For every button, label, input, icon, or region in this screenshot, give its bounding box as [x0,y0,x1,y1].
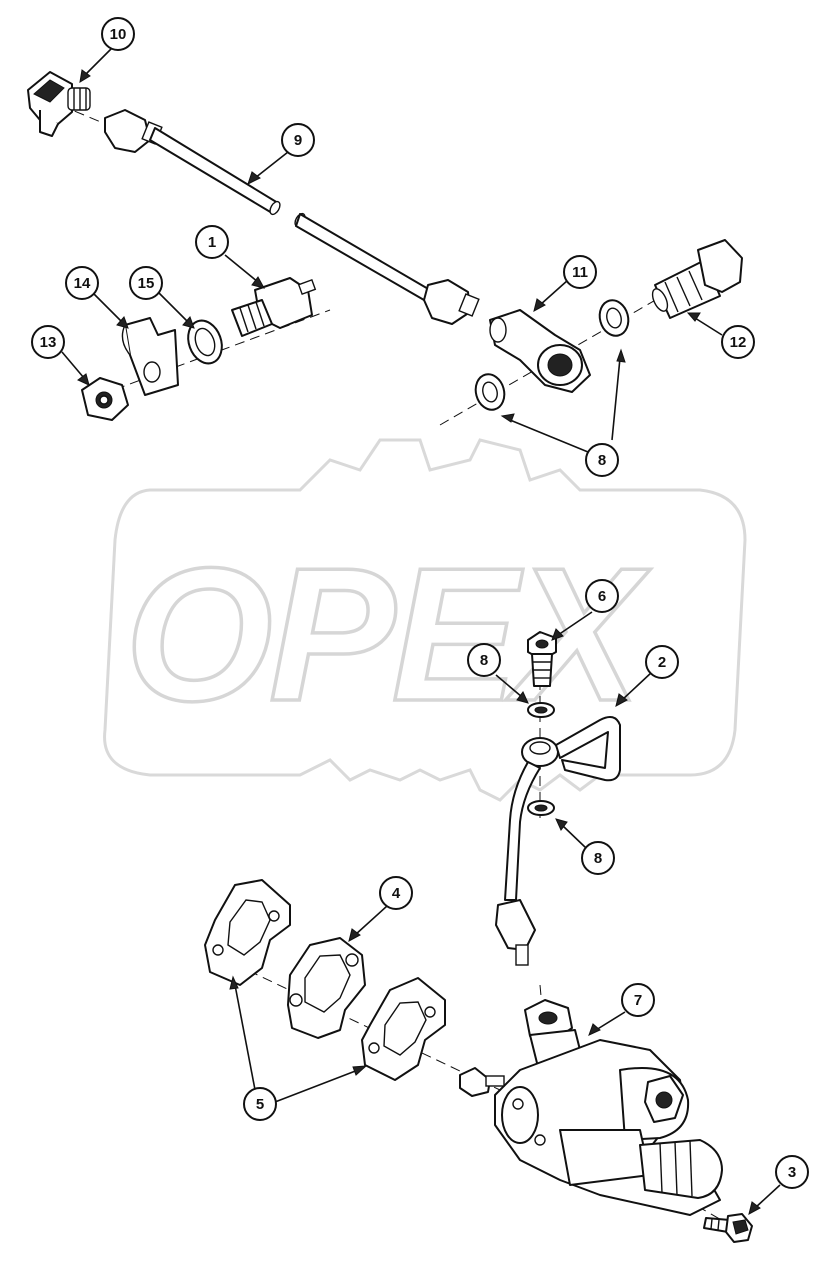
callout-8-upper: 8 [585,443,619,477]
callout-3: 3 [775,1155,809,1189]
callout-2-label: 2 [658,654,666,671]
callout-5: 5 [243,1087,277,1121]
callout-1-label: 1 [208,234,216,251]
part-8-washer-upper-right [598,299,630,337]
part-2-fuel-line [495,715,621,966]
callout-8-upper-label: 8 [598,452,606,469]
callout-15: 15 [129,266,163,300]
part-11-banjo-fitting [489,309,591,393]
callout-13-label: 13 [40,334,57,351]
watermark-gear-outline [103,438,747,802]
part-10-elbow-fitting [27,71,91,137]
callout-1: 1 [195,225,229,259]
callouts: 10 9 1 14 15 13 11 12 [31,17,809,1189]
callout-11-label: 11 [572,264,588,281]
callout-8-lower: 8 [581,841,615,875]
callout-15-label: 15 [138,275,155,292]
callout-4: 4 [379,876,413,910]
part-8-washer-middle-upper [527,702,555,718]
part-12-banjo-bolt [651,239,743,319]
part-8-washer-upper-left [474,373,506,411]
part-1-sender [231,277,317,337]
watermark-logo: OPEX [103,438,747,802]
callout-9: 9 [281,123,315,157]
callout-10-label: 10 [110,26,127,43]
callout-6-label: 6 [598,588,606,605]
callout-11: 11 [563,255,597,289]
callout-5-label: 5 [256,1096,264,1113]
part-13-nut [81,377,129,421]
leader-lines [61,47,781,1215]
callout-2: 2 [645,645,679,679]
callout-14: 14 [65,266,99,300]
part-14-bracket [121,317,179,396]
callout-9-label: 9 [294,132,302,149]
part-4-spacer [287,937,366,1039]
callout-8-middle: 8 [467,643,501,677]
part-5-gasket-front [361,977,446,1081]
callout-12: 12 [721,325,755,359]
callout-10: 10 [101,17,135,51]
part-9-fuel-line [104,109,480,325]
part-3-bolt [703,1213,753,1243]
callout-8-lower-label: 8 [594,850,602,867]
callout-8-middle-label: 8 [480,652,488,669]
callout-7-label: 7 [634,992,642,1009]
part-6-banjo-bolt [527,631,557,687]
callout-13: 13 [31,325,65,359]
part-5-gasket-rear [204,879,291,986]
callout-7: 7 [621,983,655,1017]
part-15-washer [187,319,223,365]
callout-4-label: 4 [392,885,401,902]
part-8-washer-middle-lower [527,800,555,816]
callout-14-label: 14 [74,275,91,292]
callout-12-label: 12 [730,334,747,351]
part-7-lift-pump [459,999,723,1216]
callout-3-label: 3 [788,1164,796,1181]
callout-6: 6 [585,579,619,613]
watermark-text: OPEX [125,529,651,741]
